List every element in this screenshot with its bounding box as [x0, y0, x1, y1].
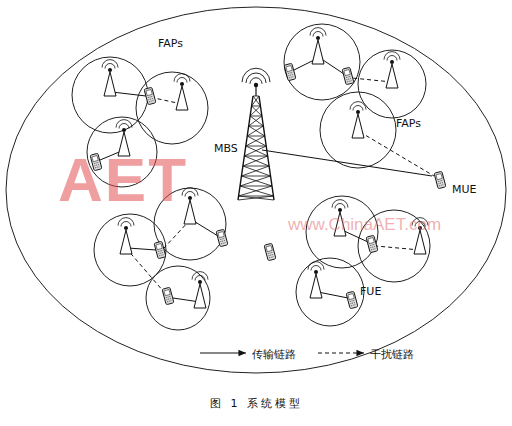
user-equipment [144, 87, 156, 105]
femtocell-coverage [136, 72, 208, 144]
femto-access-point [350, 102, 366, 138]
interference-link [360, 132, 434, 176]
femto-access-point [384, 52, 400, 88]
femtocell-coverage [320, 92, 396, 168]
watermark: www.ChinaAET.com [288, 216, 441, 235]
legend-transmission-sample [200, 352, 246, 353]
legend-text: 干扰链路 [370, 347, 414, 362]
femto-access-point [102, 60, 118, 96]
part-label: FUE [360, 286, 381, 298]
femto-access-point [192, 272, 208, 308]
transmission-link [128, 248, 156, 250]
femtocell-coverage [358, 50, 426, 118]
user-equipment [284, 63, 296, 81]
transmission-link [112, 92, 146, 96]
femto-access-point [118, 218, 134, 254]
femtocell-coverage [72, 57, 148, 133]
legend-interference-sample [318, 352, 364, 353]
user-equipment [346, 291, 358, 309]
transmission-link [262, 150, 432, 176]
femtocell-coverage [284, 24, 360, 100]
user-equipment [162, 287, 174, 305]
femto-access-point [310, 28, 326, 64]
legend-text: 传输链路 [252, 347, 296, 362]
part-label: MBS [214, 143, 238, 155]
part-label: MUE [452, 184, 477, 196]
femto-access-point [308, 262, 324, 298]
user-equipment [366, 235, 378, 253]
user-equipment [434, 171, 446, 189]
figure-caption: 图 1 系统模型 [210, 398, 303, 410]
part-label: FAPs [158, 38, 183, 50]
femtocell-coverage [296, 258, 364, 326]
user-equipment [154, 241, 166, 259]
part-label: FAPs [396, 118, 421, 130]
transmission-link [318, 292, 348, 298]
femto-access-point [174, 74, 190, 110]
watermark: AET [58, 146, 188, 214]
interference-link [352, 78, 392, 82]
interference-link [376, 246, 420, 250]
femtocell-coverage [146, 266, 210, 330]
macro-cell-boundary [6, 7, 506, 373]
macro-base-station [238, 68, 274, 200]
user-equipment [342, 67, 354, 85]
user-equipment [216, 229, 228, 247]
user-equipment [264, 243, 276, 261]
